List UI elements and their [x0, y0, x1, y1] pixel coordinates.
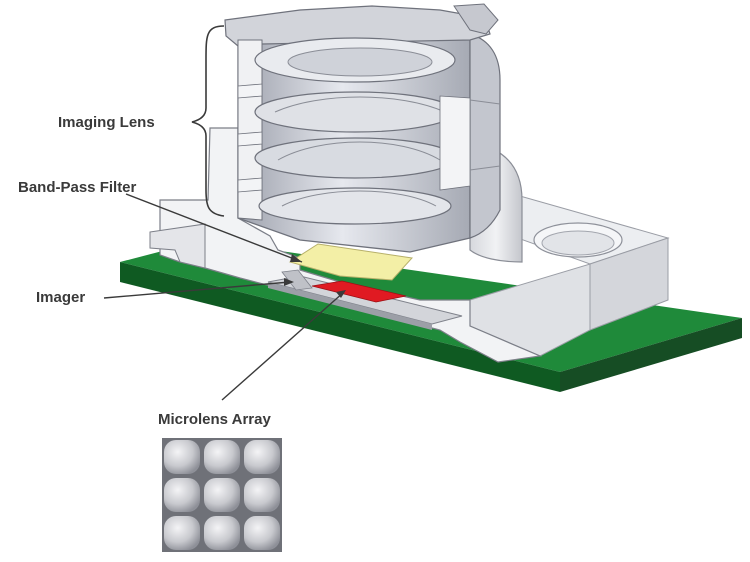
imager-sensor: [311, 280, 407, 303]
lens-element-2: [254, 91, 456, 133]
leader-microlens-array-arrow: [336, 290, 346, 298]
barrel-left-wall: [237, 39, 263, 221]
barrel-outer-wall: [469, 33, 501, 239]
leader-imager: [103, 281, 291, 299]
imaging-lens-bracket: [191, 25, 225, 217]
band-pass-filter-shape: [288, 243, 413, 281]
label-imager: Imager: [36, 289, 85, 306]
spacer-2: [237, 131, 263, 147]
microlens-bump: [204, 516, 240, 550]
label-microlens-array: Microlens Array: [158, 411, 271, 428]
microlens-bump: [164, 478, 200, 512]
imager-assembly: [267, 269, 463, 330]
microlens-bump: [204, 440, 240, 474]
microlens-array-inset: [162, 438, 282, 552]
imager-die-edge: [268, 282, 432, 330]
barrel-edge-line-2: [469, 165, 501, 171]
imager-left-block: [281, 269, 313, 291]
housing-base: [149, 127, 670, 363]
microlens-bump: [164, 516, 200, 550]
lens-element-3: [254, 137, 456, 179]
leader-lines: [103, 193, 346, 401]
microlens-grid: [164, 440, 280, 550]
microlens-bump: [204, 478, 240, 512]
pcb-right-edge: [560, 318, 742, 392]
spacer-1: [237, 83, 263, 99]
pcb-front-edge: [120, 262, 560, 392]
lens-element-2-curve: [274, 96, 446, 113]
leader-microlens-array: [221, 291, 345, 401]
microlens-bump: [244, 478, 280, 512]
leader-imager-arrow: [284, 278, 294, 286]
label-band-pass-filter: Band-Pass Filter: [18, 179, 137, 196]
leader-band-pass-filter-arrow: [290, 254, 302, 262]
barrel-top-lug: [453, 3, 499, 35]
microlens-bump: [244, 440, 280, 474]
lens-element-4: [258, 187, 452, 225]
lens-barrel: [224, 3, 501, 253]
microlens-bump: [164, 440, 200, 474]
lens-element-4-curve: [281, 190, 437, 207]
housing-recess-inner: [541, 230, 615, 256]
label-imaging-lens: Imaging Lens: [58, 114, 155, 131]
barrel-edge-line: [469, 99, 501, 105]
leader-band-pass-filter: [125, 193, 303, 263]
lens-element-1-inner: [287, 47, 433, 77]
spacer-3: [237, 177, 263, 193]
microlens-bump: [244, 516, 280, 550]
lens-element-3-curve: [277, 141, 441, 161]
barrel-top-flange: [224, 5, 491, 47]
spacer-right: [439, 95, 471, 191]
